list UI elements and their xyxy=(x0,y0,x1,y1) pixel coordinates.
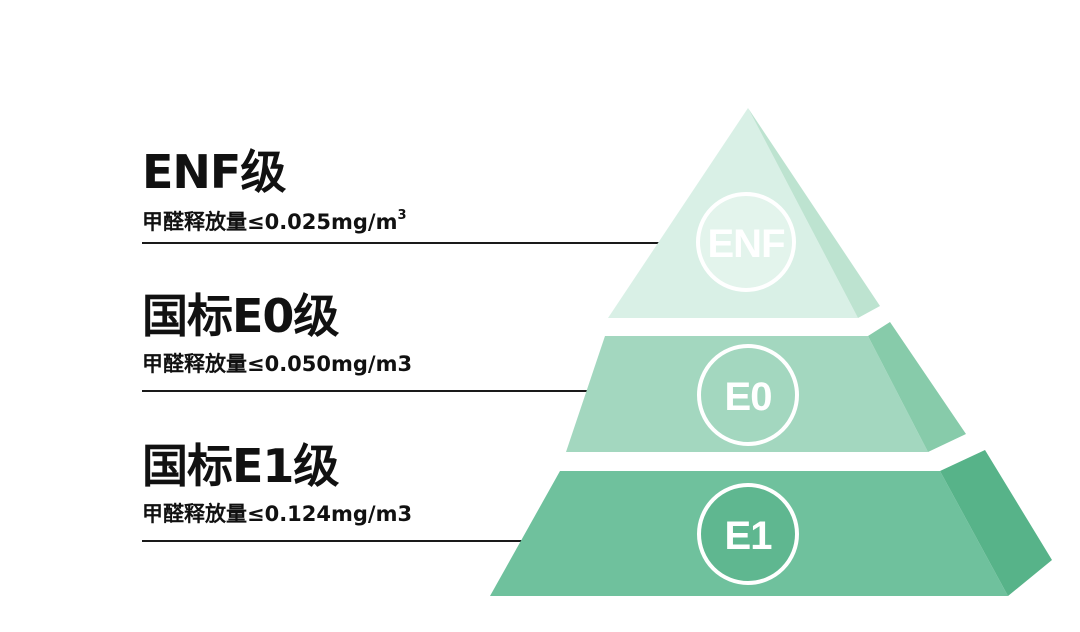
pyramid-tier-enf-side xyxy=(748,108,880,318)
pyramid-tier-e0: E0 xyxy=(566,322,966,452)
tier-divider-enf xyxy=(142,242,662,244)
tier-desc-enf-superscript: 3 xyxy=(397,208,407,223)
pyramid-tier-e1-side xyxy=(940,450,1052,596)
tier-title-e0: 国标E0级 xyxy=(142,289,339,343)
tier-divider-e0 xyxy=(142,390,662,392)
pyramid-badge-e1-circle xyxy=(697,483,799,585)
pyramid-tier-e0-side xyxy=(868,322,966,452)
tier-desc-enf: 甲醛释放量≤0.025mg/m3 xyxy=(142,205,407,235)
tier-desc-e1: 甲醛释放量≤0.124mg/m3 xyxy=(142,502,413,526)
pyramid-badge-e0-circle xyxy=(697,344,799,446)
tier-desc-enf-text: 甲醛释放量≤0.025mg/m xyxy=(142,210,398,234)
pyramid-badge-enf-circle xyxy=(696,192,796,292)
pyramid-tier-enf: ENF xyxy=(608,108,880,318)
tier-divider-e1 xyxy=(142,540,662,542)
pyramid-badge-e0-label: E0 xyxy=(725,375,772,419)
tier-title-enf: ENF级 xyxy=(142,145,286,199)
tier-desc-e0: 甲醛释放量≤0.050mg/m3 xyxy=(142,352,413,376)
pyramid-badge-e1-label: E1 xyxy=(725,514,773,558)
pyramid-badge-enf-label: ENF xyxy=(708,222,785,266)
tier-title-e1: 国标E1级 xyxy=(142,439,339,493)
pyramid-tier-e1: E1 xyxy=(490,450,1052,596)
